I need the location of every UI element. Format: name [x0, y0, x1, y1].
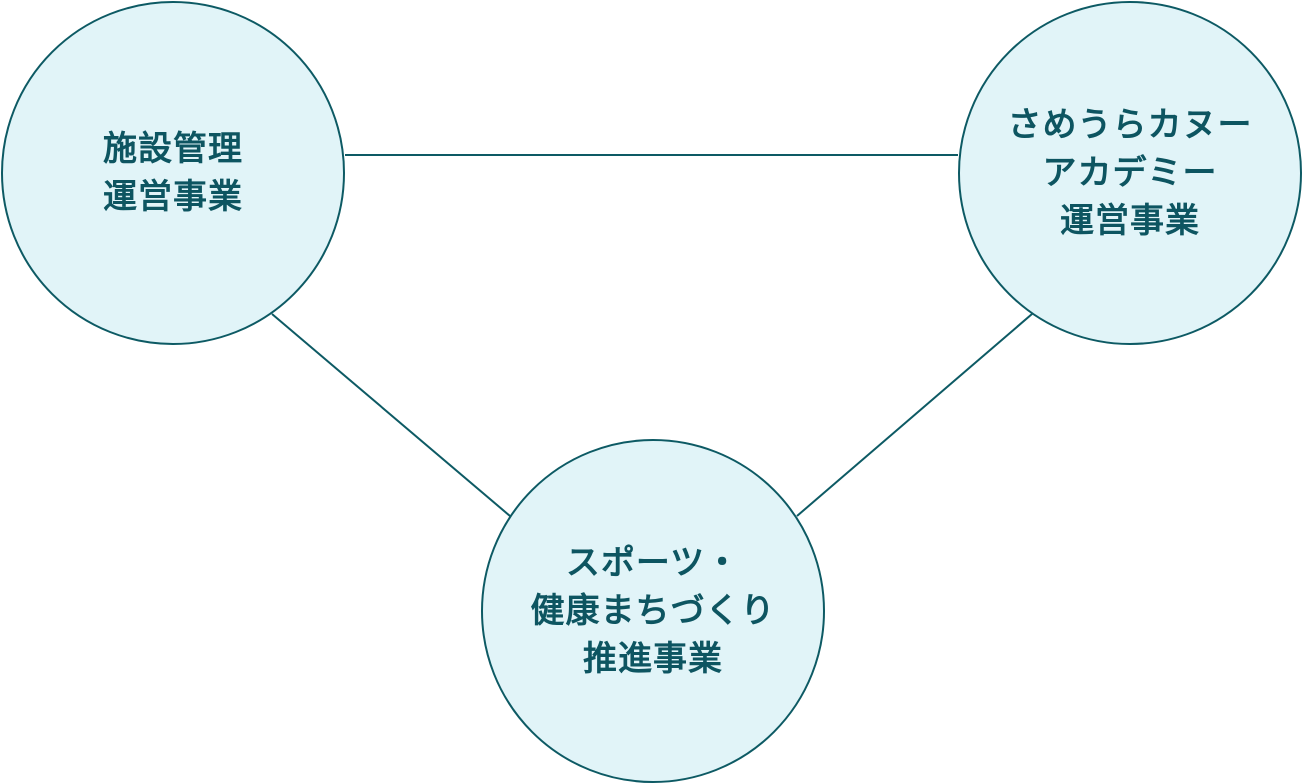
node-circle-sports	[481, 439, 825, 783]
node-label-line: さめうらカヌー	[1007, 105, 1253, 145]
connector-canoe-sports	[796, 313, 1033, 517]
node-label-line: 推進事業	[583, 639, 723, 679]
node-circle-facility	[1, 1, 345, 345]
node-circle-canoe	[958, 1, 1302, 345]
connector-facility-sports	[271, 313, 511, 517]
node-label-line: 健康まちづくり	[530, 591, 776, 631]
node-facility-management: 施設管理 運営事業	[1, 1, 345, 345]
node-label-line: 運営事業	[1060, 201, 1200, 241]
node-canoe-academy: さめうらカヌー アカデミー 運営事業	[958, 1, 1302, 345]
node-label-line: 施設管理	[103, 129, 243, 169]
node-label-line: 運営事業	[103, 177, 243, 217]
node-label-line: アカデミー	[1042, 153, 1218, 193]
node-sports-health: スポーツ・ 健康まちづくり 推進事業	[481, 439, 825, 783]
node-label-line: スポーツ・	[565, 543, 741, 583]
